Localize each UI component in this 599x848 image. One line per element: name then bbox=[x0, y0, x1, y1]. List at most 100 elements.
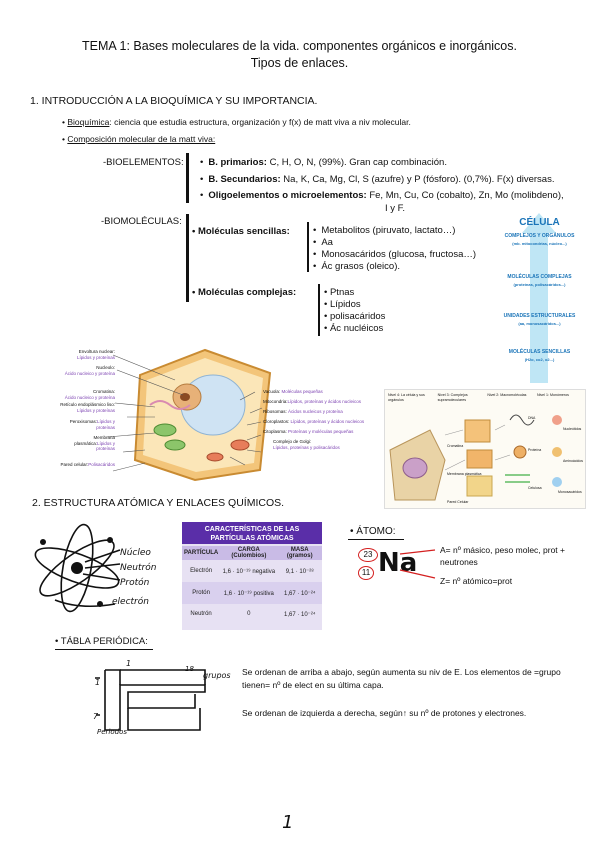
section1-heading: 1. INTRODUCCIÓN A LA BIOQUÍMICA Y SU IMP… bbox=[30, 95, 318, 107]
cell-neutron: Neutrón bbox=[190, 611, 212, 617]
sencilla-item-2: Aa bbox=[313, 237, 333, 248]
pyramid-level-1-sub: (mb. mitocondrias, núcleo...) bbox=[512, 241, 567, 246]
periodos-text-2: su nº de protones y electrones. bbox=[406, 708, 527, 718]
pyramid-level-3: UNIDADES ESTRUCTURALES (aa, monosacárido… bbox=[492, 313, 587, 327]
cell-label-rel: Retículo endoplásmico liso: bbox=[60, 402, 115, 407]
cell-right-labels: Vacuola: Moléculas pequeñas Mitocondria:… bbox=[263, 389, 385, 451]
level-item-membrana: Membrana plasmática bbox=[447, 472, 482, 476]
level-item-monosacaridos: Monosacáridos bbox=[558, 490, 582, 494]
mass-number-circle: 23 bbox=[358, 548, 378, 562]
cell-label-golgi: Complejo de Golgi: bbox=[273, 439, 312, 444]
sencilla-item-3: Monosacáridos (glucosa, fructosa…) bbox=[313, 249, 476, 260]
pt-label-periodos: Periodos bbox=[97, 728, 128, 736]
pt-label-one-left: 1 bbox=[95, 678, 101, 687]
level-3-header: Nivel 3: Complejos supramoleculares bbox=[437, 393, 468, 402]
col-carga: CARGA (Culombios) bbox=[231, 547, 267, 559]
cell-label-vacuola-sub: Moléculas pequeñas bbox=[281, 389, 323, 394]
particles-table: PARTÍCULA CARGA (Culombios) MASA (gramos… bbox=[182, 546, 322, 624]
level-item-aminoacidos: Aminoácidos bbox=[563, 459, 584, 463]
cell-label-ribosomas-sub: Ácidos nucleicos y proteína bbox=[288, 409, 343, 414]
cell-proton: Protón bbox=[192, 590, 210, 596]
complejas-brace bbox=[318, 284, 320, 336]
particles-table-panel: CARACTERÍSTICAS DE LAS PARTÍCULAS ATÓMIC… bbox=[182, 522, 322, 630]
pt-label-grupos: grupos bbox=[203, 671, 231, 680]
cell-label-nucleolo-sub: Ácido nucleico y proteína bbox=[64, 370, 115, 376]
atomic-number-circle: 11 bbox=[358, 566, 374, 580]
composicion-line: • Composición molecular de la matt viva: bbox=[62, 134, 216, 144]
atom-label-neutron: Neutrón bbox=[120, 563, 157, 573]
bioelemento-secundarios: B. Secundarios: Na, K, Ca, Mg, Cl, S (az… bbox=[200, 174, 554, 185]
organization-levels-image: Nivel 4: La célula y sus orgánulos Nivel… bbox=[384, 389, 586, 509]
bioelementos-brace bbox=[186, 153, 189, 203]
level-item-dna: DNA bbox=[528, 416, 536, 420]
table-row: Protón 1,6 · 10⁻¹⁹ positiva 1,67 · 10⁻²⁴ bbox=[182, 582, 322, 604]
cell-label-mitocondria: Mitocondria: bbox=[263, 399, 288, 404]
bio-oligo-text: Fe, Mn, Cu, Co (cobalto), Zn, Mo (molibd… bbox=[366, 190, 564, 201]
organization-levels-graphic bbox=[389, 414, 562, 501]
pt-label-eighteen: 18 bbox=[185, 665, 194, 673]
cell-label-vacuola: Vacuola: bbox=[263, 389, 281, 394]
pyramid-level-4: MOLÉCULAS SENCILLAS (H2o, co2, o2...) bbox=[492, 349, 587, 363]
compleja-item-4: • Ác nucléicos bbox=[324, 323, 384, 334]
cell-label-cromatina-sub: Ácido nucleico y proteína bbox=[64, 394, 115, 400]
biomoleculas-label: -BIOMOLÉCULAS: bbox=[101, 216, 182, 227]
grupos-explanation: Se ordenan de arriba a abajo, según aume… bbox=[242, 667, 561, 690]
bioelementos-label: -BIOELEMENTOS: bbox=[103, 157, 184, 168]
cell-label-cromatina: Cromatina: bbox=[92, 389, 115, 394]
cell-levels-pyramid: CÉLULA COMPLEJOS Y ORGÁNULOS (mb. mitoco… bbox=[492, 213, 587, 383]
pt-label-seven: 7 bbox=[93, 712, 99, 721]
oligo-continuation: I y F. bbox=[385, 203, 406, 214]
pyramid-level-2: MOLÉCULAS COMPLEJAS (proteínas, polisacá… bbox=[492, 274, 587, 288]
section2-heading: 2. ESTRUCTURA ATÓMICA Y ENLACES QUÍMICOS… bbox=[32, 497, 285, 509]
level-item-pared: Pared Celular bbox=[447, 500, 469, 504]
pyramid-arrow-graphic bbox=[522, 213, 556, 383]
bio-secundarios-text: Na, K, Ca, Mg, Cl, S (azufre) y P (fósfo… bbox=[280, 174, 555, 185]
bioelemento-primarios: B. primarios: C, H, O, N, (99%). Gran ca… bbox=[200, 157, 447, 168]
compleja-item-2: • Lípidos bbox=[324, 299, 361, 310]
tabla-label: • TÁBLA PERIÓDICA: bbox=[55, 636, 148, 647]
cell-label-mitocondria-sub: Lípidos, proteínas y ácidos nucleicos bbox=[287, 399, 362, 404]
atomo-label: • ÁTOMO: bbox=[350, 526, 396, 537]
cell-label-envoltura-sub: Lípidos y proteínas bbox=[76, 354, 115, 360]
cell-proton-carga: 1,6 · 10⁻¹⁹ positiva bbox=[223, 590, 274, 597]
periodos-explanation: Se ordenan de izquierda a derecha, según… bbox=[242, 707, 587, 720]
col-masa: MASA (gramos) bbox=[286, 547, 313, 559]
atomic-number-def: Z= nº atómico=prot bbox=[440, 576, 513, 586]
particles-table-title2: PARTÍCULAS ATÓMICAS bbox=[210, 535, 294, 542]
pyramid-level-4-sub: (H2o, co2, o2...) bbox=[524, 357, 555, 362]
doc-title-line1: TEMA 1: Bases moleculares de la vida. co… bbox=[82, 39, 517, 53]
table-row: Neutrón 0 1,67 · 10⁻²⁴ bbox=[182, 604, 322, 624]
bio-primarios-name: B. primarios: bbox=[208, 157, 267, 168]
pyramid-level-4-name: MOLÉCULAS SENCILLAS bbox=[508, 349, 571, 355]
cell-label-peroxisomas: Peroxisomas: bbox=[69, 419, 97, 424]
cell-label-membrana: Membrana plasmática: bbox=[74, 435, 115, 446]
cell-label-envoltura: Envoltura nuclear: bbox=[78, 349, 115, 354]
sencillas-label: • Moléculas sencillas: bbox=[192, 226, 290, 237]
pyramid-level-3-sub: (aa, monosacáridos...) bbox=[518, 321, 561, 326]
cell-proton-masa: 1,67 · 10⁻²⁴ bbox=[284, 590, 316, 597]
cell-left-labels: Envoltura nuclear:Lípidos y proteínas Nu… bbox=[55, 349, 115, 467]
level-item-nucleotidos: Nucleótidos bbox=[563, 427, 582, 431]
atomo-underline bbox=[348, 539, 404, 540]
bioelemento-oligo: Oligoelementos o microelementos: Fe, Mn,… bbox=[200, 190, 564, 201]
sencilla-item-4: Ác grasos (oleico). bbox=[313, 261, 400, 272]
pyramid-level-2-sub: (proteínas, polisacáridos...) bbox=[513, 282, 566, 287]
biomoleculas-brace bbox=[186, 214, 189, 302]
doc-title-line2: Tipos de enlaces. bbox=[250, 56, 349, 70]
compleja-item-3: • polisacáridos bbox=[324, 311, 386, 322]
particles-table-title: CARACTERÍSTICAS DE LAS PARTÍCULAS ATÓMIC… bbox=[182, 522, 322, 544]
arrow-up-icon: ↑ bbox=[402, 708, 407, 718]
cell-electron-masa: 9,1 · 10⁻²⁸ bbox=[285, 568, 314, 575]
level-item-celulosa: Celulosa bbox=[528, 486, 542, 490]
cell-label-golgi-sub: Lípidos, proteínas y polisacáridos bbox=[273, 445, 340, 450]
table-row: Electrón 1,6 · 10⁻¹⁹ negativa 9,1 · 10⁻²… bbox=[182, 560, 322, 582]
cell-label-cloroplastos: Cloroplastos: bbox=[263, 419, 290, 424]
periodic-table-sketch bbox=[95, 669, 206, 731]
notation-arrows bbox=[399, 549, 436, 579]
level-2-header: Nivel 2: Macromoléculas bbox=[487, 393, 527, 397]
periodos-text-1: Se ordenan de izquierda a derecha, según bbox=[242, 708, 403, 718]
level-4-header: Nivel 4: La célula y sus orgánulos bbox=[388, 393, 425, 402]
cell-label-peroxisomas-sub: Lípidos y proteínas bbox=[96, 419, 115, 430]
particles-table-header-row: PARTÍCULA CARGA (Culombios) MASA (gramos… bbox=[182, 546, 322, 560]
tabla-underline bbox=[55, 649, 153, 650]
